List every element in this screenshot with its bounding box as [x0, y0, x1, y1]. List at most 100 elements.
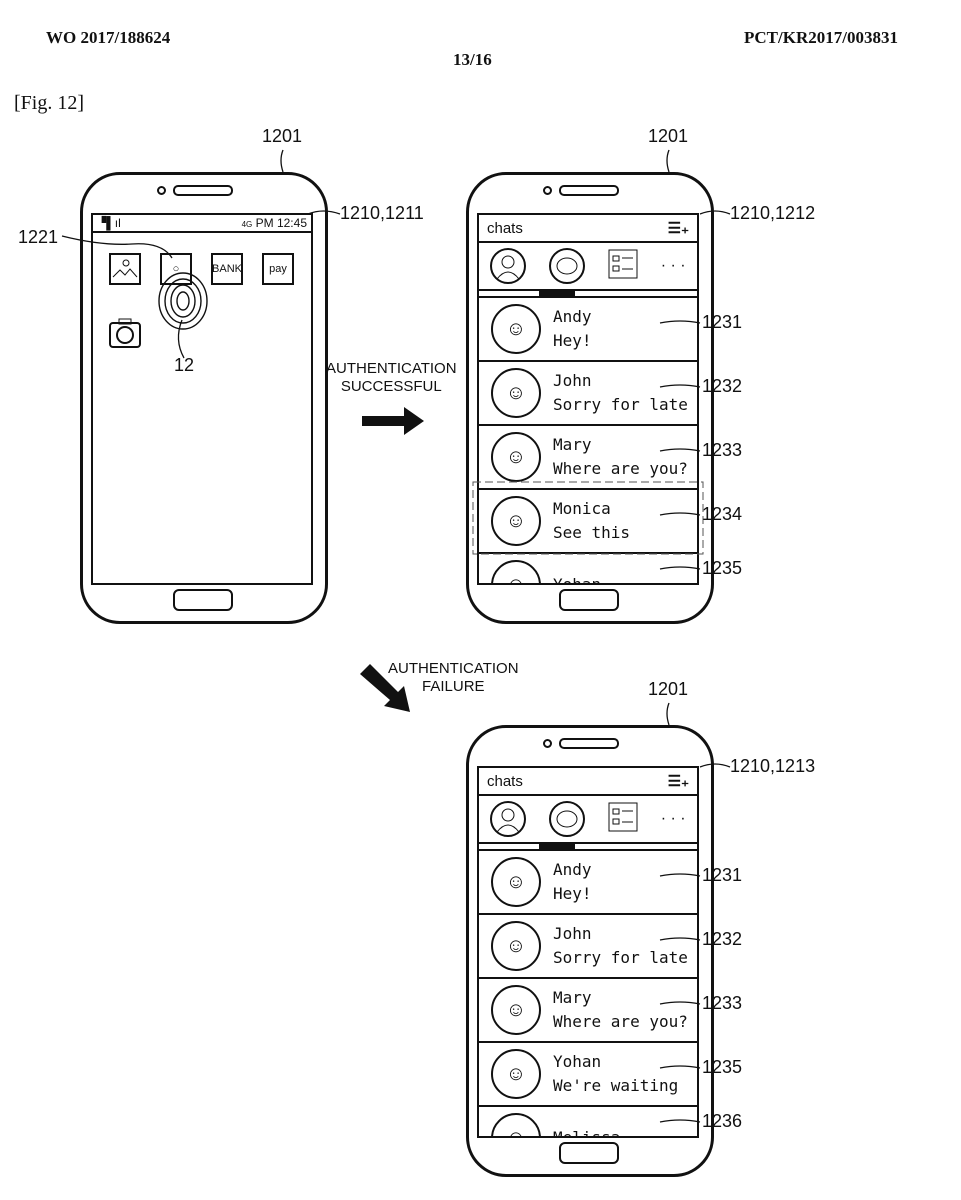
- avatar: ☺: [491, 921, 541, 971]
- camera-lens: [543, 186, 552, 195]
- camera-lens: [543, 739, 552, 748]
- clock: PM 12:45: [255, 216, 307, 230]
- ref-icon: 1221: [18, 227, 59, 247]
- signal-icon: ▝▌ıl: [97, 216, 121, 230]
- last-message: We're waiting: [553, 1076, 679, 1095]
- bank-label: BANK: [212, 263, 242, 275]
- speaker: [559, 185, 619, 196]
- menu-add-icon[interactable]: ☰₊: [667, 220, 689, 237]
- ref-chat-item: 1235: [702, 1057, 743, 1077]
- home-screen: ▝▌ıl 4G PM 12:45 ○ BANK pay: [91, 213, 313, 585]
- fingerprint-icon: [158, 272, 208, 330]
- ref-chat-item: 1234: [702, 504, 743, 524]
- more-icon[interactable]: · · ·: [660, 810, 686, 827]
- list-icon[interactable]: [608, 802, 638, 837]
- avatar: ☺: [491, 1049, 541, 1099]
- last-message: Sorry for late: [553, 948, 688, 967]
- list-icon[interactable]: [608, 249, 638, 284]
- ref-finger: 12: [174, 355, 195, 375]
- chat-app[interactable]: ○: [160, 253, 192, 285]
- home-button[interactable]: [559, 1142, 619, 1164]
- figure-label: [Fig. 12]: [14, 92, 84, 114]
- ref-chat-item: 1233: [702, 993, 743, 1013]
- camera-lens: [157, 186, 166, 195]
- ref-chat-item: 1231: [702, 865, 743, 885]
- gallery-app[interactable]: [109, 253, 141, 285]
- chat-header: chats☰₊: [479, 215, 697, 243]
- arrow-right-icon: [362, 407, 424, 435]
- avatar: ☺: [491, 432, 541, 482]
- home-button[interactable]: [173, 589, 233, 611]
- last-message: Hey!: [553, 884, 592, 903]
- status-bar: ▝▌ıl 4G PM 12:45: [93, 215, 311, 233]
- ref-phone: 1201: [648, 126, 689, 146]
- home-button[interactable]: [559, 589, 619, 611]
- contact-name: Melissa: [553, 1128, 621, 1138]
- chat-list-item[interactable]: ☺Melissa: [479, 1107, 697, 1138]
- contacts-icon[interactable]: [490, 801, 527, 837]
- last-message: Where are you?: [553, 1012, 688, 1031]
- contact-name: John: [553, 924, 592, 943]
- ref-chat-item: 1233: [702, 440, 743, 460]
- contact-name: Mary: [553, 988, 592, 1007]
- chat-list-item[interactable]: ☺Yohan: [479, 554, 697, 585]
- last-message: Where are you?: [553, 459, 688, 478]
- ref-screen: 1210,1212: [730, 203, 816, 223]
- avatar: ☺: [491, 985, 541, 1035]
- contact-name: Monica: [553, 499, 611, 518]
- chat-title: chats: [487, 772, 523, 790]
- tab-indicator: [479, 291, 697, 298]
- avatar: ☺: [491, 304, 541, 354]
- ref-chat-item: 1232: [702, 376, 743, 396]
- ref-chat-item: 1232: [702, 929, 743, 949]
- last-message: Sorry for late: [553, 395, 688, 414]
- more-icon[interactable]: · · ·: [660, 257, 686, 274]
- application-number: PCT/KR2017/003831: [744, 28, 898, 47]
- network-icon: 4G: [241, 220, 253, 229]
- camera-app[interactable]: [109, 317, 141, 349]
- arrow-down-right-icon: [360, 664, 410, 712]
- pay-label: pay: [269, 263, 287, 275]
- contact-name: John: [553, 371, 592, 390]
- camera-icon: [109, 318, 141, 348]
- last-message: Hey!: [553, 331, 592, 350]
- speaker: [559, 738, 619, 749]
- contact-name: Yohan: [553, 1052, 602, 1071]
- contact-name: Yohan: [553, 575, 602, 585]
- chat-icon[interactable]: [549, 801, 586, 837]
- ref-screen: 1210,1211: [340, 203, 424, 223]
- bank-app[interactable]: BANK: [211, 253, 243, 285]
- phone-home: ▝▌ıl 4G PM 12:45 ○ BANK pay: [80, 172, 328, 624]
- ref-phone: 1201: [648, 679, 689, 699]
- chat-icon: ○: [172, 263, 180, 275]
- contact-name: Andy: [553, 307, 592, 326]
- menu-add-icon[interactable]: ☰₊: [667, 773, 689, 790]
- image-icon: [112, 259, 138, 278]
- chat-header: chats ☰₊: [479, 768, 697, 796]
- last-message: See this: [553, 523, 631, 542]
- publication-number: WO 2017/188624: [46, 28, 171, 47]
- chat-icon[interactable]: [549, 248, 586, 284]
- avatar: ☺: [491, 857, 541, 907]
- avatar: ☺: [491, 496, 541, 546]
- speaker: [173, 185, 233, 196]
- tab-bar: · · ·: [479, 243, 697, 291]
- pay-app[interactable]: pay: [262, 253, 294, 285]
- contacts-icon[interactable]: [490, 248, 527, 284]
- ref-phone: 1201: [262, 126, 303, 146]
